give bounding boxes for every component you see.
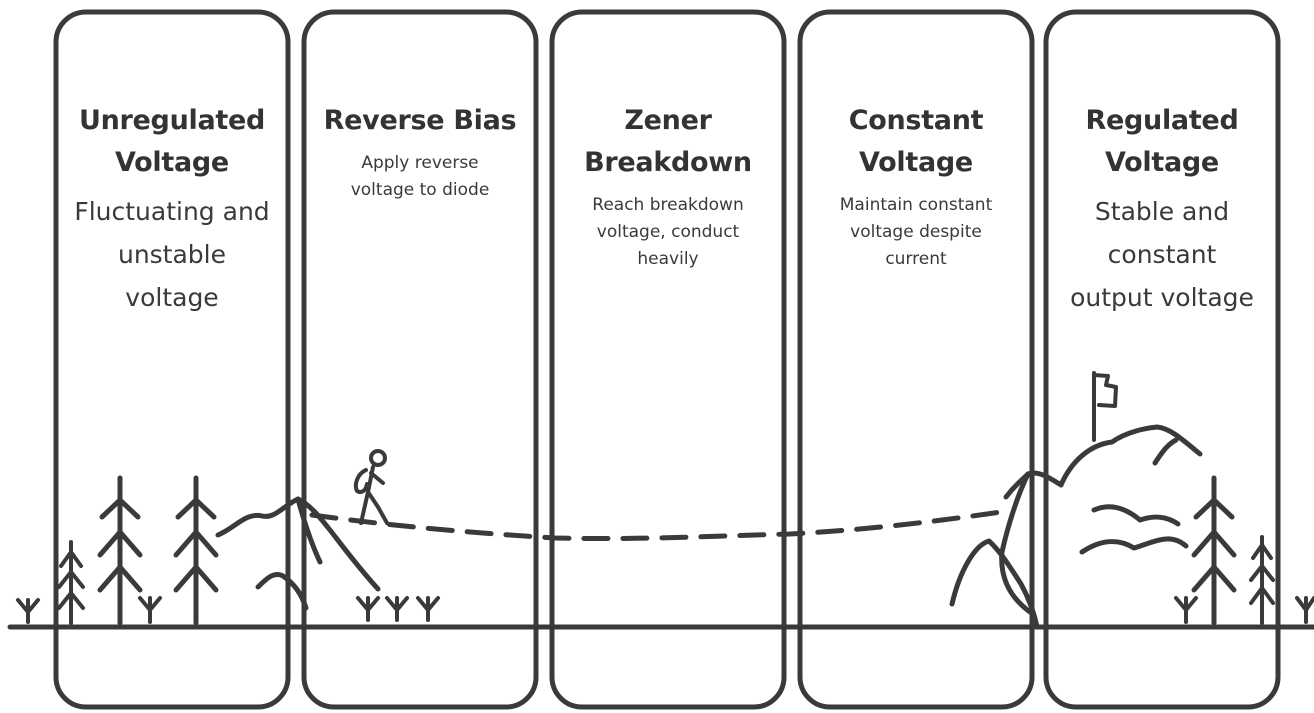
hiker-icon [353,449,389,525]
pine-tree-icon [1191,475,1237,626]
stage-description: Stable and constant output voltage [1070,197,1254,312]
stage-panels [53,9,1281,710]
stage-description: Maintain constant voltage despite curren… [839,195,993,269]
stage-title: Unregulated Voltage [78,105,266,178]
stage-regulated-voltage: Regulated Voltage Stable and constant ou… [1055,100,1269,319]
stage-reverse-bias: Reverse Bias Apply reverse voltage to di… [313,100,527,204]
mountain-icon [949,424,1203,630]
grass-tuft-icon [1174,596,1198,624]
stage-panel-reverse-bias [301,9,539,710]
stage-panel-zener-breakdown [549,9,787,710]
stage-panel-regulated [1043,9,1281,710]
stage-panel-constant-voltage [797,9,1035,710]
pine-tree-icon [57,540,85,625]
grass-tuft-icon [416,596,440,622]
stage-constant-voltage: Constant Voltage Maintain constant volta… [809,100,1023,273]
trail-dashed [309,508,1011,542]
grass-tuft-icon [356,596,380,622]
stage-title: Regulated Voltage [1085,105,1239,178]
stage-zener-breakdown: Zener Breakdown Reach breakdown voltage,… [561,100,775,273]
pine-tree-icon [97,475,143,626]
stage-description: Reach breakdown voltage, conduct heavily [592,195,744,269]
stage-description: Fluctuating and unstable voltage [74,197,270,312]
stage-title: Reverse Bias [323,105,517,136]
pine-tree-icon [1249,535,1275,625]
pine-tree-icon [173,475,219,626]
flag-icon [1092,371,1118,442]
grass-tuft-icon [1295,596,1314,624]
stage-panel-unregulated [53,9,291,710]
stage-title: Constant Voltage [848,105,984,178]
grass-tuft-icon [16,598,40,624]
stage-unregulated-voltage: Unregulated Voltage Fluctuating and unst… [65,100,279,319]
stage-description: Apply reverse voltage to diode [350,153,490,200]
grass-tuft-icon [385,596,409,622]
grass-tuft-icon [138,596,162,624]
mountain-icon [215,496,381,611]
stage-title: Zener Breakdown [584,105,752,178]
